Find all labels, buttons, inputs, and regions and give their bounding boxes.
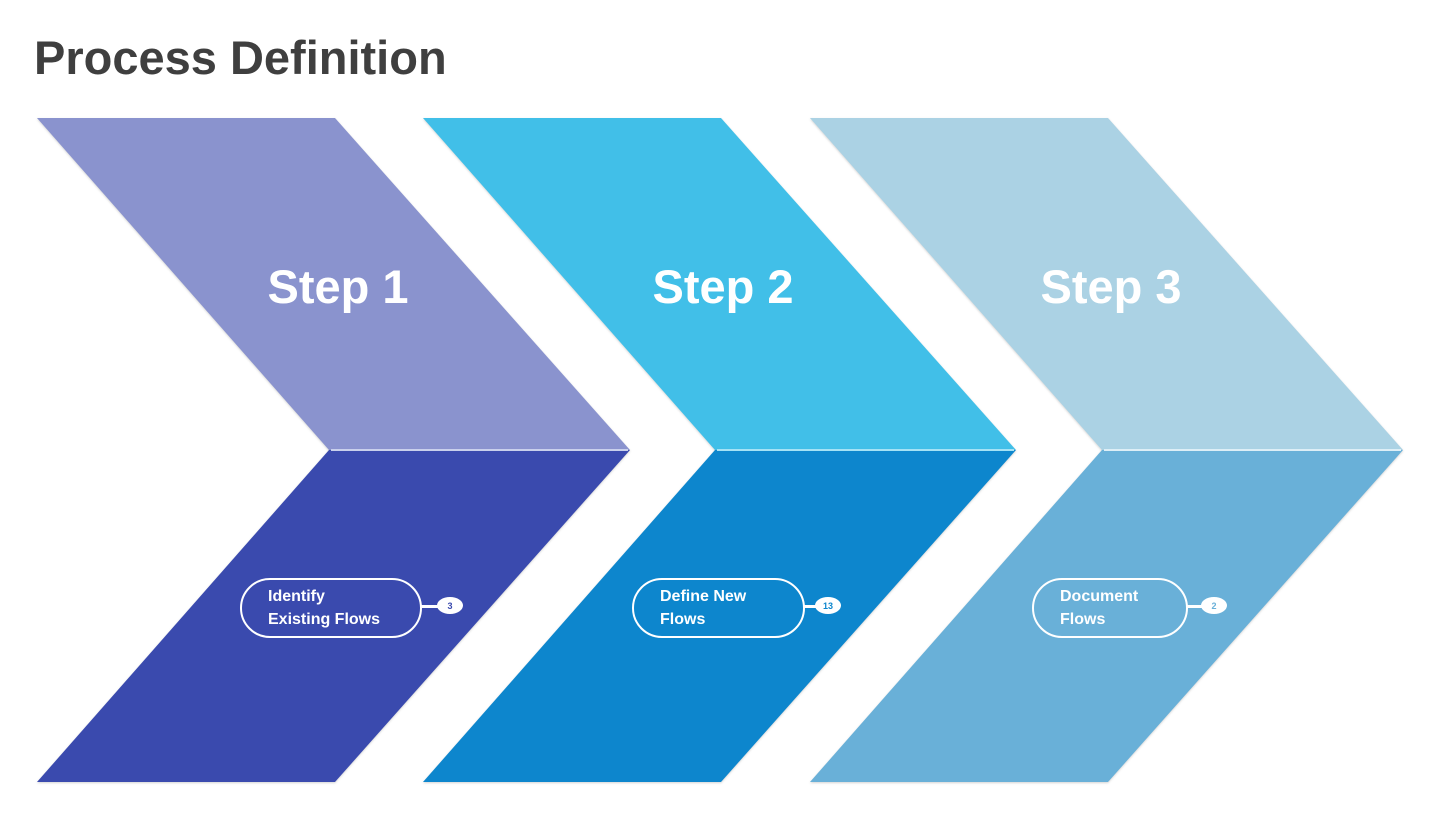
step-heading-1: Step 1 (267, 260, 409, 313)
task-pill-1: Identify Existing Flows (240, 578, 422, 638)
chevron-bottom-half (810, 450, 1403, 782)
task-pill-line: Document (1060, 588, 1139, 605)
task-pill-line: Identify (268, 588, 325, 605)
chevron-top-half (810, 118, 1403, 450)
chevron-step-3 (810, 118, 1403, 782)
step-heading-2: Step 2 (652, 260, 794, 313)
chevron-step-2 (423, 118, 1016, 782)
task-pill-line: Flows (1060, 611, 1106, 628)
step-heading-3: Step 3 (1040, 260, 1182, 313)
chevron-step-1 (37, 118, 630, 782)
page-title: Process Definition (34, 31, 447, 84)
count-badge-1: 3 (437, 597, 463, 614)
chevron-bottom-half (37, 450, 630, 782)
chevron-bottom-half (423, 450, 1016, 782)
count-badge-3: 2 (1201, 597, 1227, 614)
task-pill-line: Define New (660, 588, 747, 605)
task-pill-2: Define New Flows (632, 578, 805, 638)
task-pill-line: Flows (660, 611, 706, 628)
task-pill-3: Document Flows (1032, 578, 1188, 638)
chevron-top-half (423, 118, 1016, 450)
chevron-top-half (37, 118, 630, 450)
task-pill-line: Existing Flows (268, 611, 381, 628)
badge-connector-3 (1187, 605, 1203, 608)
badge-connector-1 (421, 605, 439, 608)
count-badge-2: 13 (815, 597, 841, 614)
badge-connector-2 (804, 605, 817, 608)
